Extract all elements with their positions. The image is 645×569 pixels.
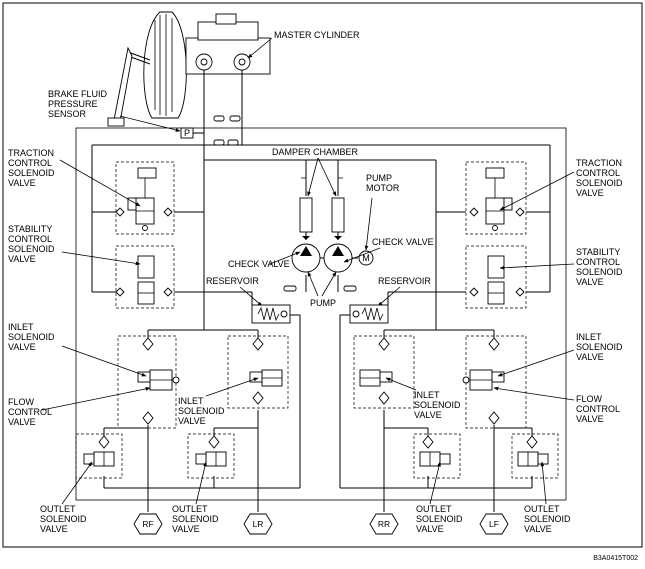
svg-text:LR: LR	[253, 519, 264, 529]
traction-valve-right	[465, 161, 527, 235]
pump-leader-left	[307, 271, 319, 297]
pressure-sensor-leader	[119, 115, 181, 132]
inlet-outer-left-leader	[61, 345, 147, 377]
label-outlet-3: OUTLET SOLENOID VALVE	[416, 504, 465, 534]
label-check-valve-right: CHECK VALVE	[372, 237, 434, 247]
label-outlet-2: OUTLET SOLENOID VALVE	[172, 504, 221, 534]
label-reservoir-left: RESERVOIR	[206, 276, 259, 286]
label-traction-left: TRACTION CONTROL SOLENOID VALVE	[8, 148, 57, 188]
inlet-inner-left-leader	[205, 377, 259, 397]
reservoir-right-leader	[377, 286, 401, 307]
pump-motor-leader	[364, 197, 373, 251]
check-valve-right-leader	[343, 247, 381, 263]
outlet-2-leader	[195, 461, 207, 505]
label-brake-fluid-pressure-sensor: BRAKE FLUID PRESSURE SENSOR	[48, 89, 110, 119]
orifices	[213, 115, 357, 292]
traction-left-leader	[59, 159, 141, 207]
label-inlet-inner-left: INLET SOLENOID VALVE	[178, 396, 227, 426]
inlet-inner-right-leader	[385, 377, 417, 391]
label-flow-left: FLOW CONTROL VALVE	[8, 397, 54, 427]
inlet-module-lf-side-left	[117, 335, 180, 429]
figure-code: B3A0415T002	[593, 555, 638, 562]
master-cylinder-leader	[247, 37, 273, 59]
brake-booster	[143, 11, 187, 119]
outlet-valve-3	[413, 433, 461, 479]
pump-leader-right	[321, 271, 337, 297]
label-outlet-4: OUTLET SOLENOID VALVE	[524, 504, 573, 534]
svg-text:RF: RF	[142, 519, 153, 529]
label-traction-right: TRACTION CONTROL SOLENOID VALVE	[576, 158, 625, 198]
inlet-outer-right-leader	[497, 349, 575, 377]
reservoir-right	[349, 304, 389, 324]
stability-left-leader	[61, 251, 141, 266]
label-inlet-outer-right: INLET SOLENOID VALVE	[576, 332, 625, 362]
svg-text:RR: RR	[378, 519, 390, 529]
label-stability-right: STABILITY CONTROL SOLENOID VALVE	[576, 247, 625, 287]
wheel-port-rr: RR	[369, 513, 399, 535]
traction-valve-left	[115, 161, 175, 235]
master-cylinder	[185, 13, 271, 75]
diagram-frame	[2, 2, 643, 548]
traction-right-leader	[499, 171, 575, 211]
label-reservoir-right: RESERVOIR	[378, 276, 431, 286]
stability-valve-left	[115, 245, 175, 309]
reservoir-left	[251, 304, 291, 324]
check-valve-left-leader	[269, 251, 301, 265]
outlet-valve-4	[511, 433, 559, 479]
brake-pedal	[107, 46, 151, 127]
check-valve-upper-left	[301, 177, 307, 190]
check-valve-upper-right	[337, 177, 343, 190]
inlet-module-right	[462, 335, 527, 429]
damper-leader-right	[317, 157, 337, 197]
label-master-cylinder: MASTER CYLINDER	[274, 30, 360, 40]
stability-right-leader	[499, 263, 575, 270]
wheel-port-lf: LF	[479, 513, 509, 535]
pump-motor-symbol: M	[362, 253, 370, 263]
label-outlet-1: OUTLET SOLENOID VALVE	[40, 504, 89, 534]
outlet-4-leader	[540, 461, 547, 505]
label-stability-left: STABILITY CONTROL SOLENOID VALVE	[8, 224, 57, 264]
label-pump-motor: PUMP MOTOR	[366, 173, 400, 193]
label-check-valve-left: CHECK VALVE	[228, 259, 290, 269]
label-pump: PUMP	[310, 298, 336, 308]
pump-unit	[291, 236, 358, 273]
pressure-sensor-symbol: P	[184, 128, 190, 138]
damper-chamber-right	[331, 197, 345, 233]
wheel-port-rf: RF	[133, 513, 163, 535]
outlet-valve-2	[187, 433, 235, 479]
label-inlet-inner-right: INLET SOLENOID VALVE	[414, 390, 463, 420]
reservoir-left-leader	[239, 286, 263, 307]
damper-leader-left	[307, 157, 319, 197]
flow-right-leader	[493, 386, 575, 401]
outlet-3-leader	[429, 461, 441, 505]
outlet-valve-1	[75, 433, 123, 479]
label-flow-right: FLOW CONTROL VALVE	[576, 394, 622, 424]
stability-valve-right	[465, 245, 527, 309]
damper-chamber-left	[299, 197, 313, 233]
outlet-1-leader	[61, 461, 93, 505]
inlet-module-lr-side	[227, 335, 289, 409]
label-damper-chamber: DAMPER CHAMBER	[272, 147, 359, 157]
wheel-port-lr: LR	[243, 513, 273, 535]
inlet-module-rr-side	[353, 335, 415, 409]
svg-text:LF: LF	[489, 519, 499, 529]
label-inlet-outer-left: INLET SOLENOID VALVE	[8, 322, 57, 352]
flow-left-leader	[41, 386, 151, 411]
